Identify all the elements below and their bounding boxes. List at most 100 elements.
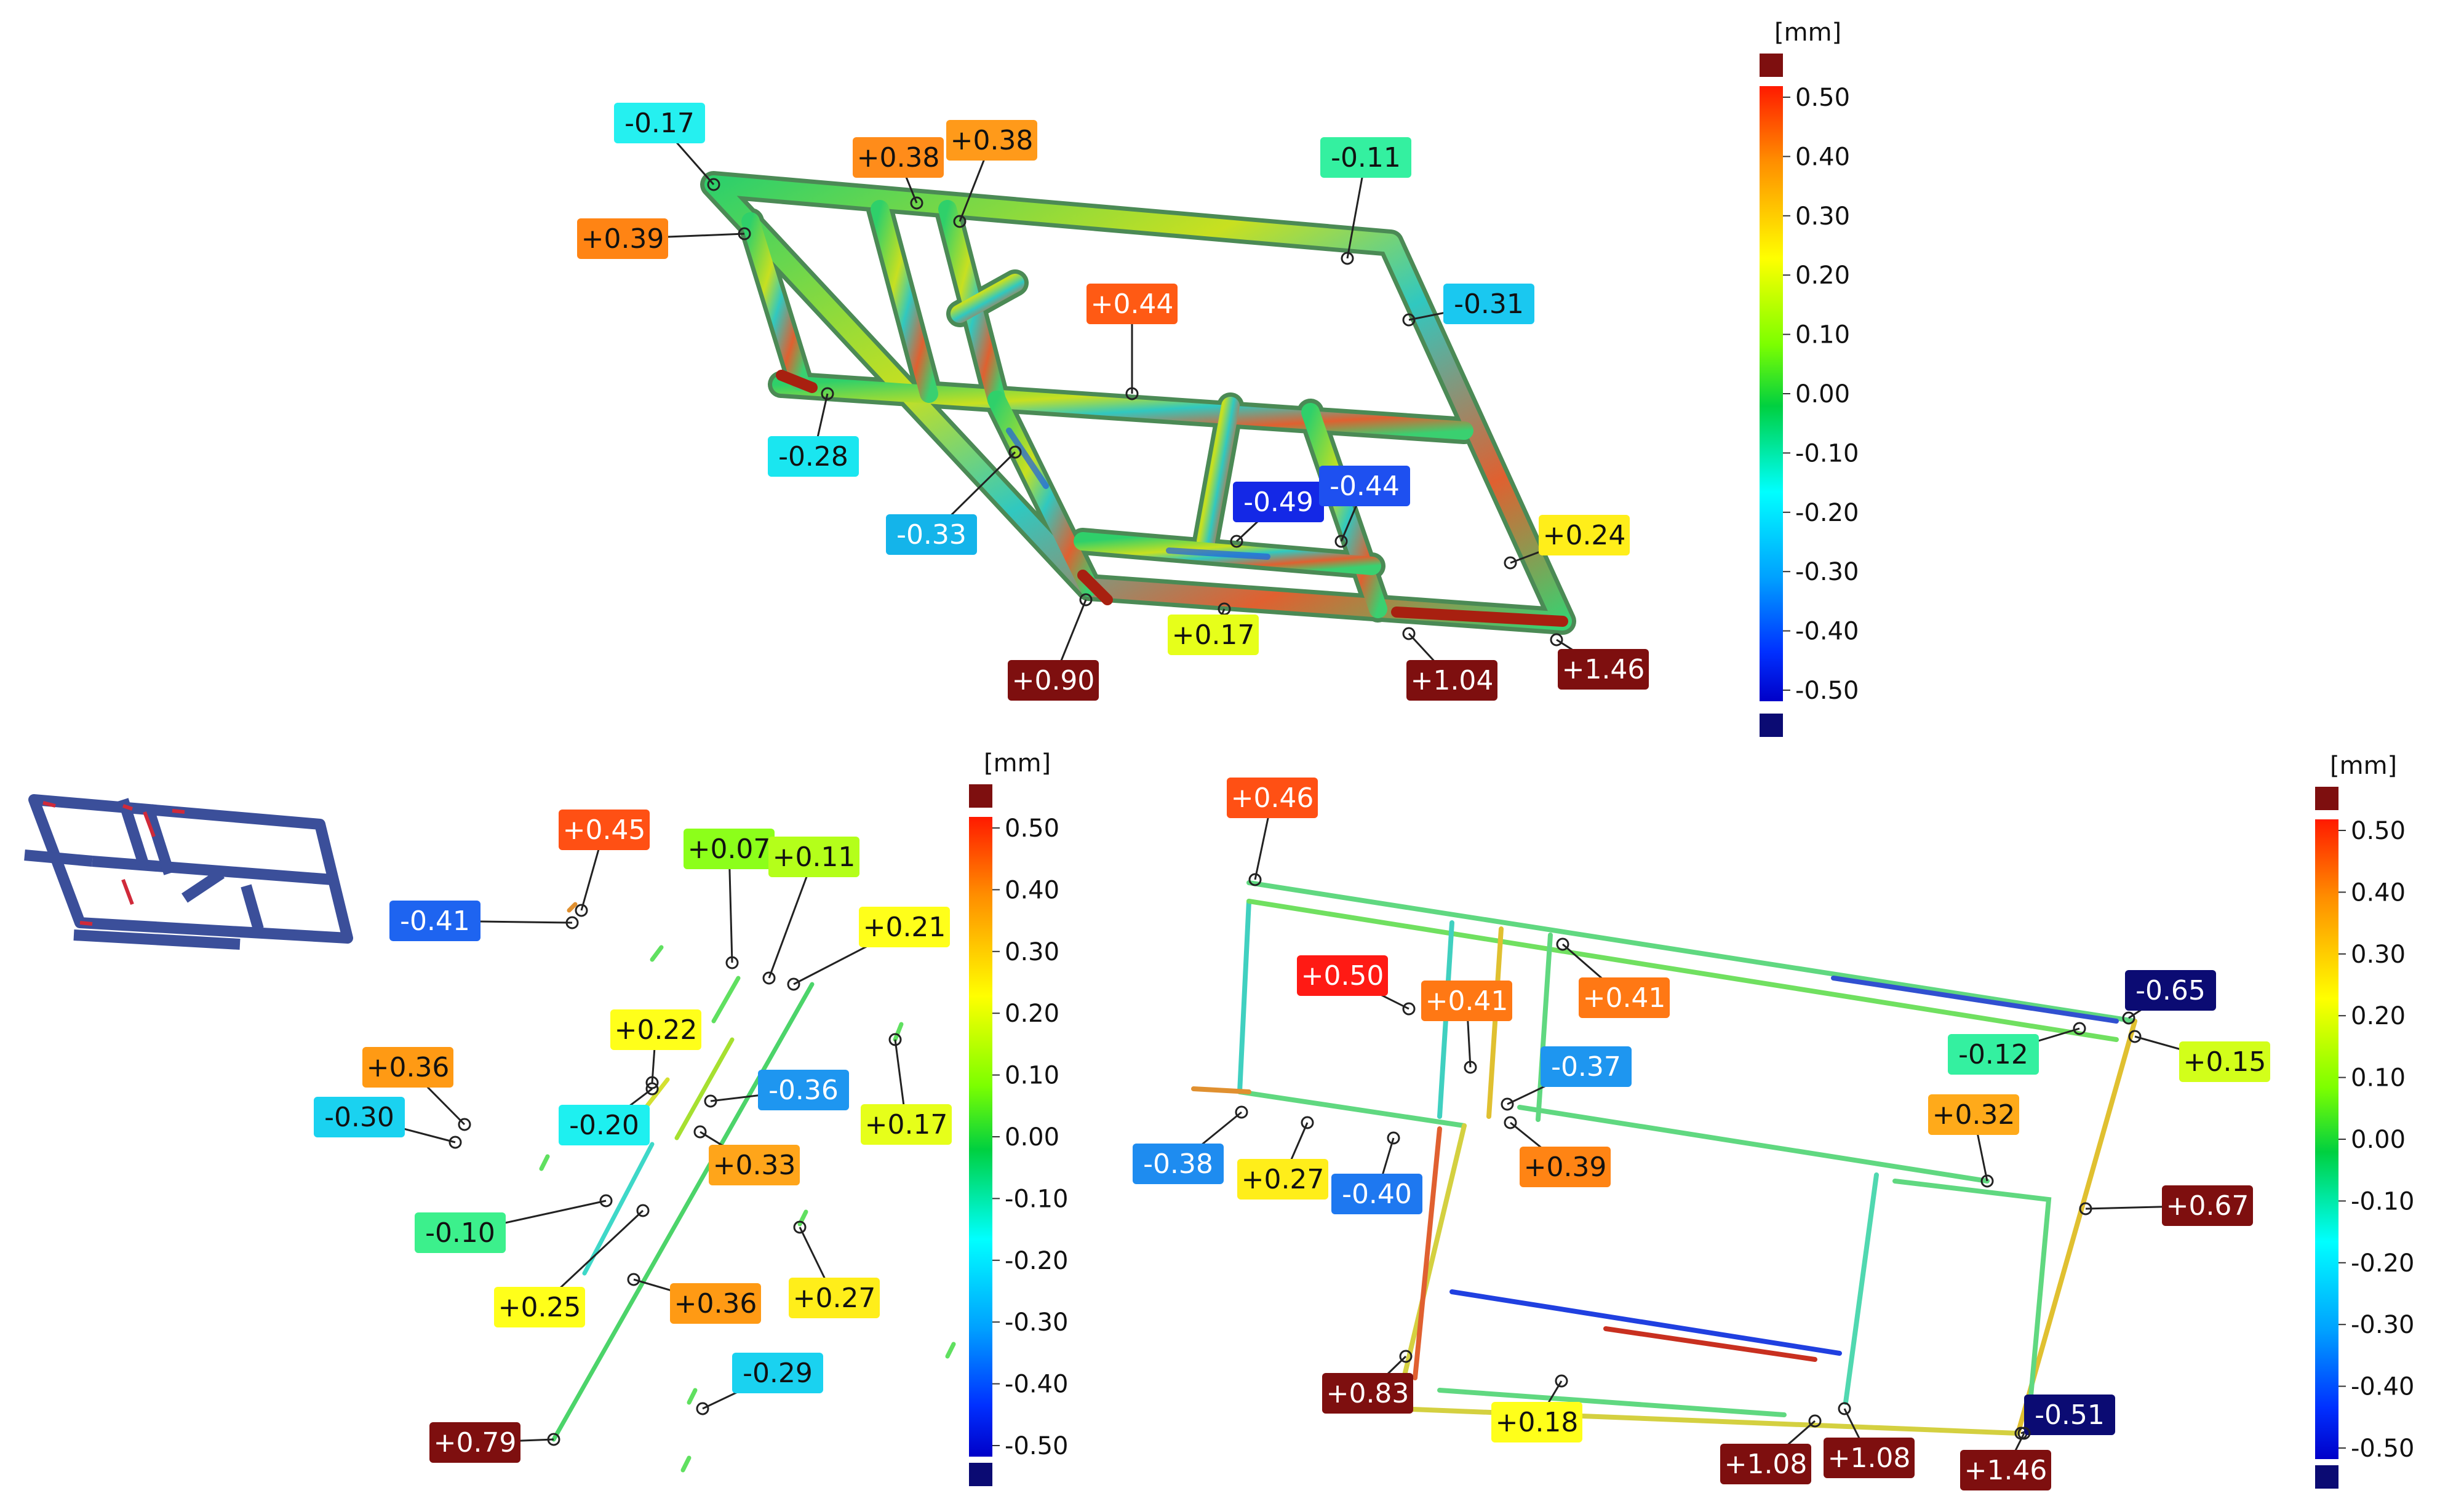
scale-ticks: 0.500.400.300.200.100.00-0.10-0.20-0.30-…	[992, 814, 1069, 1460]
callout-value: -0.31	[1454, 288, 1524, 320]
deviation-callout: +0.41	[1556, 937, 1670, 1018]
scale-gradient	[1760, 86, 1783, 701]
measure-point	[1464, 1060, 1477, 1074]
measure-point	[1555, 1374, 1568, 1388]
callout-value: +0.21	[863, 912, 946, 943]
callout-box	[2162, 1185, 2253, 1226]
deviation-callout: -0.30	[314, 1097, 462, 1149]
deviation-callout: +0.41	[1421, 981, 1512, 1074]
callout-value: +0.39	[581, 223, 664, 255]
deviation-callout: +0.33	[693, 1125, 800, 1185]
callout-value: +0.83	[1326, 1378, 1409, 1409]
callout-value: -0.20	[569, 1110, 639, 1141]
callout-box	[1579, 977, 1670, 1018]
callout-value: +1.08	[1724, 1449, 1808, 1480]
deviation-callout: -0.38	[1133, 1105, 1248, 1184]
scale-tick-label: 0.00	[2351, 1126, 2406, 1154]
measure-point	[1334, 535, 1348, 548]
deviation-callout: +0.36	[627, 1273, 761, 1324]
deviation-callout: +0.90	[1008, 593, 1099, 701]
deviation-callout: -0.36	[704, 1070, 849, 1110]
scale-tick-label: 0.30	[2351, 941, 2406, 969]
measure-point	[1556, 937, 1569, 951]
deviation-callout: -0.17	[614, 103, 720, 191]
deviation-callout: +0.11	[762, 837, 859, 985]
scale-tick-label: -0.40	[1795, 618, 1859, 646]
measure-point	[821, 387, 834, 400]
callout-box	[1421, 981, 1512, 1021]
scale-tick-label: 0.30	[1005, 938, 1059, 966]
measure-point	[696, 1402, 709, 1415]
callout-box	[1319, 466, 1410, 506]
deviation-callout: -0.29	[696, 1353, 823, 1415]
scale-tick-label: 0.50	[1795, 84, 1850, 112]
measure-point	[458, 1118, 471, 1131]
callout-value: +0.32	[1932, 1099, 2015, 1131]
scale-tick-label: -0.20	[1795, 499, 1859, 527]
callout-box	[1168, 615, 1259, 655]
deviation-callout: +0.15	[2128, 1030, 2270, 1082]
color-scale-top: [mm] 0.500.400.300.200.100.00-0.10-0.20-…	[1760, 18, 1859, 737]
callout-value: -0.33	[896, 519, 967, 551]
callout-value: +0.22	[615, 1014, 698, 1046]
scale-tick-label: 0.20	[1795, 261, 1850, 290]
callout-value: +0.50	[1301, 960, 1384, 992]
scale-tick-label: -0.40	[2351, 1373, 2415, 1401]
callout-value: -0.38	[1143, 1148, 1213, 1180]
callout-value: +0.07	[688, 834, 771, 865]
measure-point	[547, 1433, 560, 1446]
callout-value: +0.36	[674, 1288, 757, 1319]
callout-value: -0.44	[1330, 471, 1400, 502]
callout-box	[946, 120, 1037, 161]
callout-box	[1520, 1147, 1611, 1187]
measure-point	[707, 178, 720, 191]
deviation-callout: +0.46	[1227, 778, 1318, 886]
callout-value: +1.04	[1411, 665, 1494, 696]
scale-tick-label: 0.10	[1005, 1062, 1059, 1090]
scale-gradient	[969, 817, 992, 1457]
scale-tick-label: -0.50	[1795, 677, 1859, 705]
callout-box	[684, 829, 775, 869]
measure-point	[693, 1125, 707, 1139]
callout-box	[1086, 284, 1178, 324]
scale-tick-label: -0.40	[1005, 1371, 1069, 1399]
callout-box	[1008, 660, 1099, 701]
measure-point	[1341, 252, 1354, 265]
callout-box	[559, 1105, 650, 1145]
deviation-callout: +0.21	[787, 907, 950, 991]
scale-under-swatch	[1760, 714, 1783, 737]
deviation-callout: -0.41	[389, 901, 579, 941]
measure-point	[953, 215, 967, 228]
callout-value: +0.45	[563, 814, 646, 846]
callout-box	[1320, 137, 1411, 178]
deviation-callout: +0.27	[789, 1220, 880, 1318]
scale-tick-label: -0.30	[1005, 1308, 1069, 1337]
scale-tick-label: -0.30	[1795, 558, 1859, 586]
deviation-callout: -0.40	[1331, 1131, 1422, 1214]
callout-value: -0.49	[1243, 487, 1314, 518]
callout-box	[2024, 1395, 2115, 1435]
scale-tick-label: 0.40	[2351, 878, 2406, 907]
callout-value: -0.29	[743, 1358, 813, 1389]
deviation-callout: +1.08	[1720, 1414, 1822, 1484]
scale-over-swatch	[1760, 54, 1783, 77]
scale-under-swatch	[969, 1463, 992, 1486]
deviation-callout: +0.44	[1086, 284, 1178, 400]
deviation-callout: +0.22	[610, 1009, 701, 1089]
deviation-callout: +0.50	[1297, 955, 1416, 1016]
callout-value: +0.25	[498, 1292, 581, 1323]
deviation-callout: +1.46	[1550, 633, 1649, 690]
measure-point	[2122, 1011, 2135, 1025]
callout-box	[1443, 284, 1534, 324]
callout-box	[614, 103, 705, 143]
callout-box	[1331, 1174, 1422, 1214]
callout-box	[670, 1283, 761, 1324]
callout-box	[429, 1422, 520, 1463]
scale-ticks: 0.500.400.300.200.100.00-0.10-0.20-0.30-…	[1783, 84, 1859, 705]
measure-point	[636, 1204, 650, 1217]
measure-point	[565, 916, 579, 929]
callout-box	[559, 810, 650, 850]
deviation-callout: -0.31	[1402, 284, 1534, 327]
callout-value: +0.17	[1172, 619, 1255, 651]
